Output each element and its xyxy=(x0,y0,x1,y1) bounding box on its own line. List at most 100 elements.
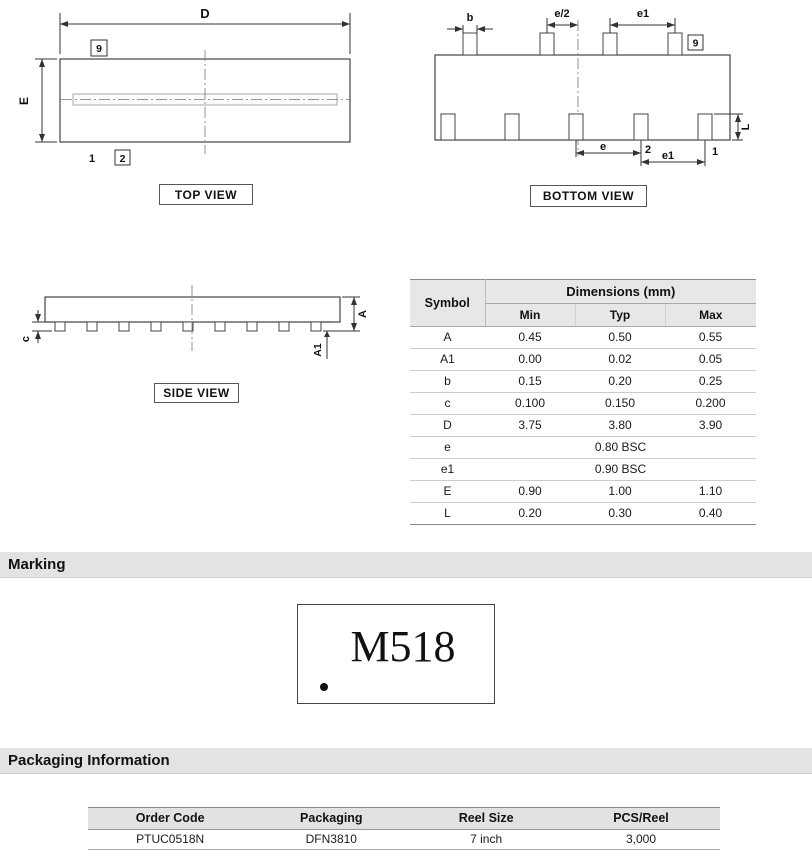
table-header-row: Symbol Dimensions (mm) xyxy=(410,279,756,327)
max-cell: 0.05 xyxy=(665,348,756,371)
symbol-cell: L xyxy=(444,506,451,520)
dims-row: b 0.15 0.20 0.25 xyxy=(410,370,756,393)
packaging-header: Packaging xyxy=(252,807,411,830)
dims-row: e 0.80 BSC xyxy=(410,436,756,459)
pin1-indicator-dot xyxy=(320,683,328,691)
dim-label-l: L xyxy=(740,123,752,130)
min-cell: 0.100 xyxy=(485,392,575,415)
dimension-b-lines xyxy=(447,25,493,33)
max-column-header: Max xyxy=(664,303,756,327)
dimension-d-lines xyxy=(59,13,351,54)
min-cell: 3.75 xyxy=(485,414,575,437)
marking-code: M518 xyxy=(350,622,456,671)
dimension-a-lines xyxy=(323,296,360,332)
top-terminals xyxy=(462,32,683,56)
dim-label-a: A xyxy=(357,310,369,318)
max-cell: 0.200 xyxy=(665,392,756,415)
packaging-section-title: Packaging Information xyxy=(8,752,170,769)
symbol-cell: c xyxy=(410,392,485,415)
max-cell: 0.25 xyxy=(665,370,756,393)
packaging-header-row: Order Code Packaging Reel Size PCS/Reel xyxy=(88,807,720,830)
side-view-caption: SIDE VIEW xyxy=(154,383,239,403)
symbol-cell: e xyxy=(410,436,485,459)
min-column-header: Min xyxy=(484,303,575,327)
marking-diagram: M518 xyxy=(297,604,495,704)
dim-label-b: b xyxy=(467,12,474,24)
bottom-view-caption-text: BOTTOM VIEW xyxy=(542,189,635,203)
pin2-label: 2 xyxy=(645,144,651,156)
package-body-profile xyxy=(44,296,341,323)
packaging-section-header: Packaging Information xyxy=(0,748,812,774)
symbol-cell: D xyxy=(410,414,485,437)
pin1-label: 1 xyxy=(712,146,718,158)
typ-cell: 0.50 xyxy=(575,326,665,349)
pin2-label: 2 xyxy=(120,153,126,165)
max-cell: 0.40 xyxy=(698,506,723,520)
packaging-table: Order Code Packaging Reel Size PCS/Reel … xyxy=(88,807,720,850)
dim-label-e1-bottom: e1 xyxy=(662,150,674,162)
max-cell: 0.55 xyxy=(665,326,756,349)
lead-pads xyxy=(54,321,322,332)
bottom-view-drawing: b e/2 e1 9 L xyxy=(434,8,752,166)
marking-section-title: Marking xyxy=(8,556,66,573)
dimensions-group-header: Dimensions (mm) xyxy=(484,279,756,304)
pin9-marker-box xyxy=(687,34,704,51)
dim-label-e: E xyxy=(17,97,31,105)
pin1-label: 1 xyxy=(89,153,95,165)
top-view-drawing: D 9 E 1 2 xyxy=(17,6,351,166)
dims-row: L 0.20 0.30 0.40 xyxy=(410,503,756,525)
top-view-caption-text: TOP VIEW xyxy=(174,187,238,202)
dim-label-a1: A1 xyxy=(312,343,324,357)
typ-cell: 0.30 xyxy=(608,506,632,520)
max-cell: 3.90 xyxy=(665,414,756,437)
packaging-row: PTUC0518N DFN3810 7 inch 3,000 xyxy=(88,829,720,850)
dim-label-e: e xyxy=(600,141,606,153)
reel-size-cell: 7 inch xyxy=(410,829,562,850)
packaging-cell: DFN3810 xyxy=(252,829,411,850)
typ-cell: 0.02 xyxy=(575,348,665,371)
dims-row: D 3.75 3.80 3.90 xyxy=(410,414,756,437)
table-subheader-row: Min Typ Max xyxy=(410,303,756,327)
dim-label-c: c xyxy=(20,336,32,342)
dims-row: A1 0.00 0.02 0.05 xyxy=(410,348,756,371)
typ-cell: 3.80 xyxy=(575,414,665,437)
pin9-label: 9 xyxy=(96,43,102,55)
symbol-cell: A1 xyxy=(410,348,485,371)
order-code-header: Order Code xyxy=(88,807,253,830)
typ-cell: 0.20 xyxy=(575,370,665,393)
symbol-cell: e1 xyxy=(410,458,485,481)
bsc-span-cell: 0.90 BSC xyxy=(485,458,756,481)
dimension-e-half-lines xyxy=(546,18,578,33)
dimension-e-bottom-lines xyxy=(575,140,706,166)
dim-label-d: D xyxy=(200,6,209,21)
typ-column-header: Typ xyxy=(574,303,665,327)
symbol-cell: E xyxy=(410,480,485,503)
min-cell: 0.45 xyxy=(485,326,575,349)
dimension-e1-top-lines xyxy=(609,18,676,33)
dimensions-table: Symbol Dimensions (mm) Min Typ Max A 0.4… xyxy=(410,279,756,525)
dimension-e-lines xyxy=(35,58,57,143)
bottom-view-caption: BOTTOM VIEW xyxy=(530,185,647,207)
dims-row: c 0.100 0.150 0.200 xyxy=(410,392,756,415)
min-cell: 0.15 xyxy=(485,370,575,393)
min-cell: 0.20 xyxy=(518,506,542,520)
dimension-l-lines xyxy=(714,113,743,141)
order-code-cell: PTUC0518N xyxy=(88,829,253,850)
pin2-marker-box xyxy=(114,149,131,166)
typ-cell: 0.150 xyxy=(575,392,665,415)
dims-row: e1 0.90 BSC xyxy=(410,458,756,481)
symbol-cell: b xyxy=(410,370,485,393)
dim-label-e1-top: e1 xyxy=(637,8,649,20)
marking-section-header: Marking xyxy=(0,552,812,578)
reel-size-header: Reel Size xyxy=(410,807,562,830)
bsc-span-cell: 0.80 BSC xyxy=(485,436,756,459)
typ-cell: 1.00 xyxy=(575,480,665,503)
pcs-reel-header: PCS/Reel xyxy=(561,807,720,830)
side-view-caption-text: SIDE VIEW xyxy=(163,386,230,400)
dims-row: E 0.90 1.00 1.10 xyxy=(410,480,756,503)
dimension-c-lines xyxy=(32,310,52,343)
pin9-marker-box xyxy=(90,39,108,57)
dim-label-e-half: e/2 xyxy=(554,8,569,20)
centerlines xyxy=(61,50,349,154)
pin9-label: 9 xyxy=(693,38,699,50)
